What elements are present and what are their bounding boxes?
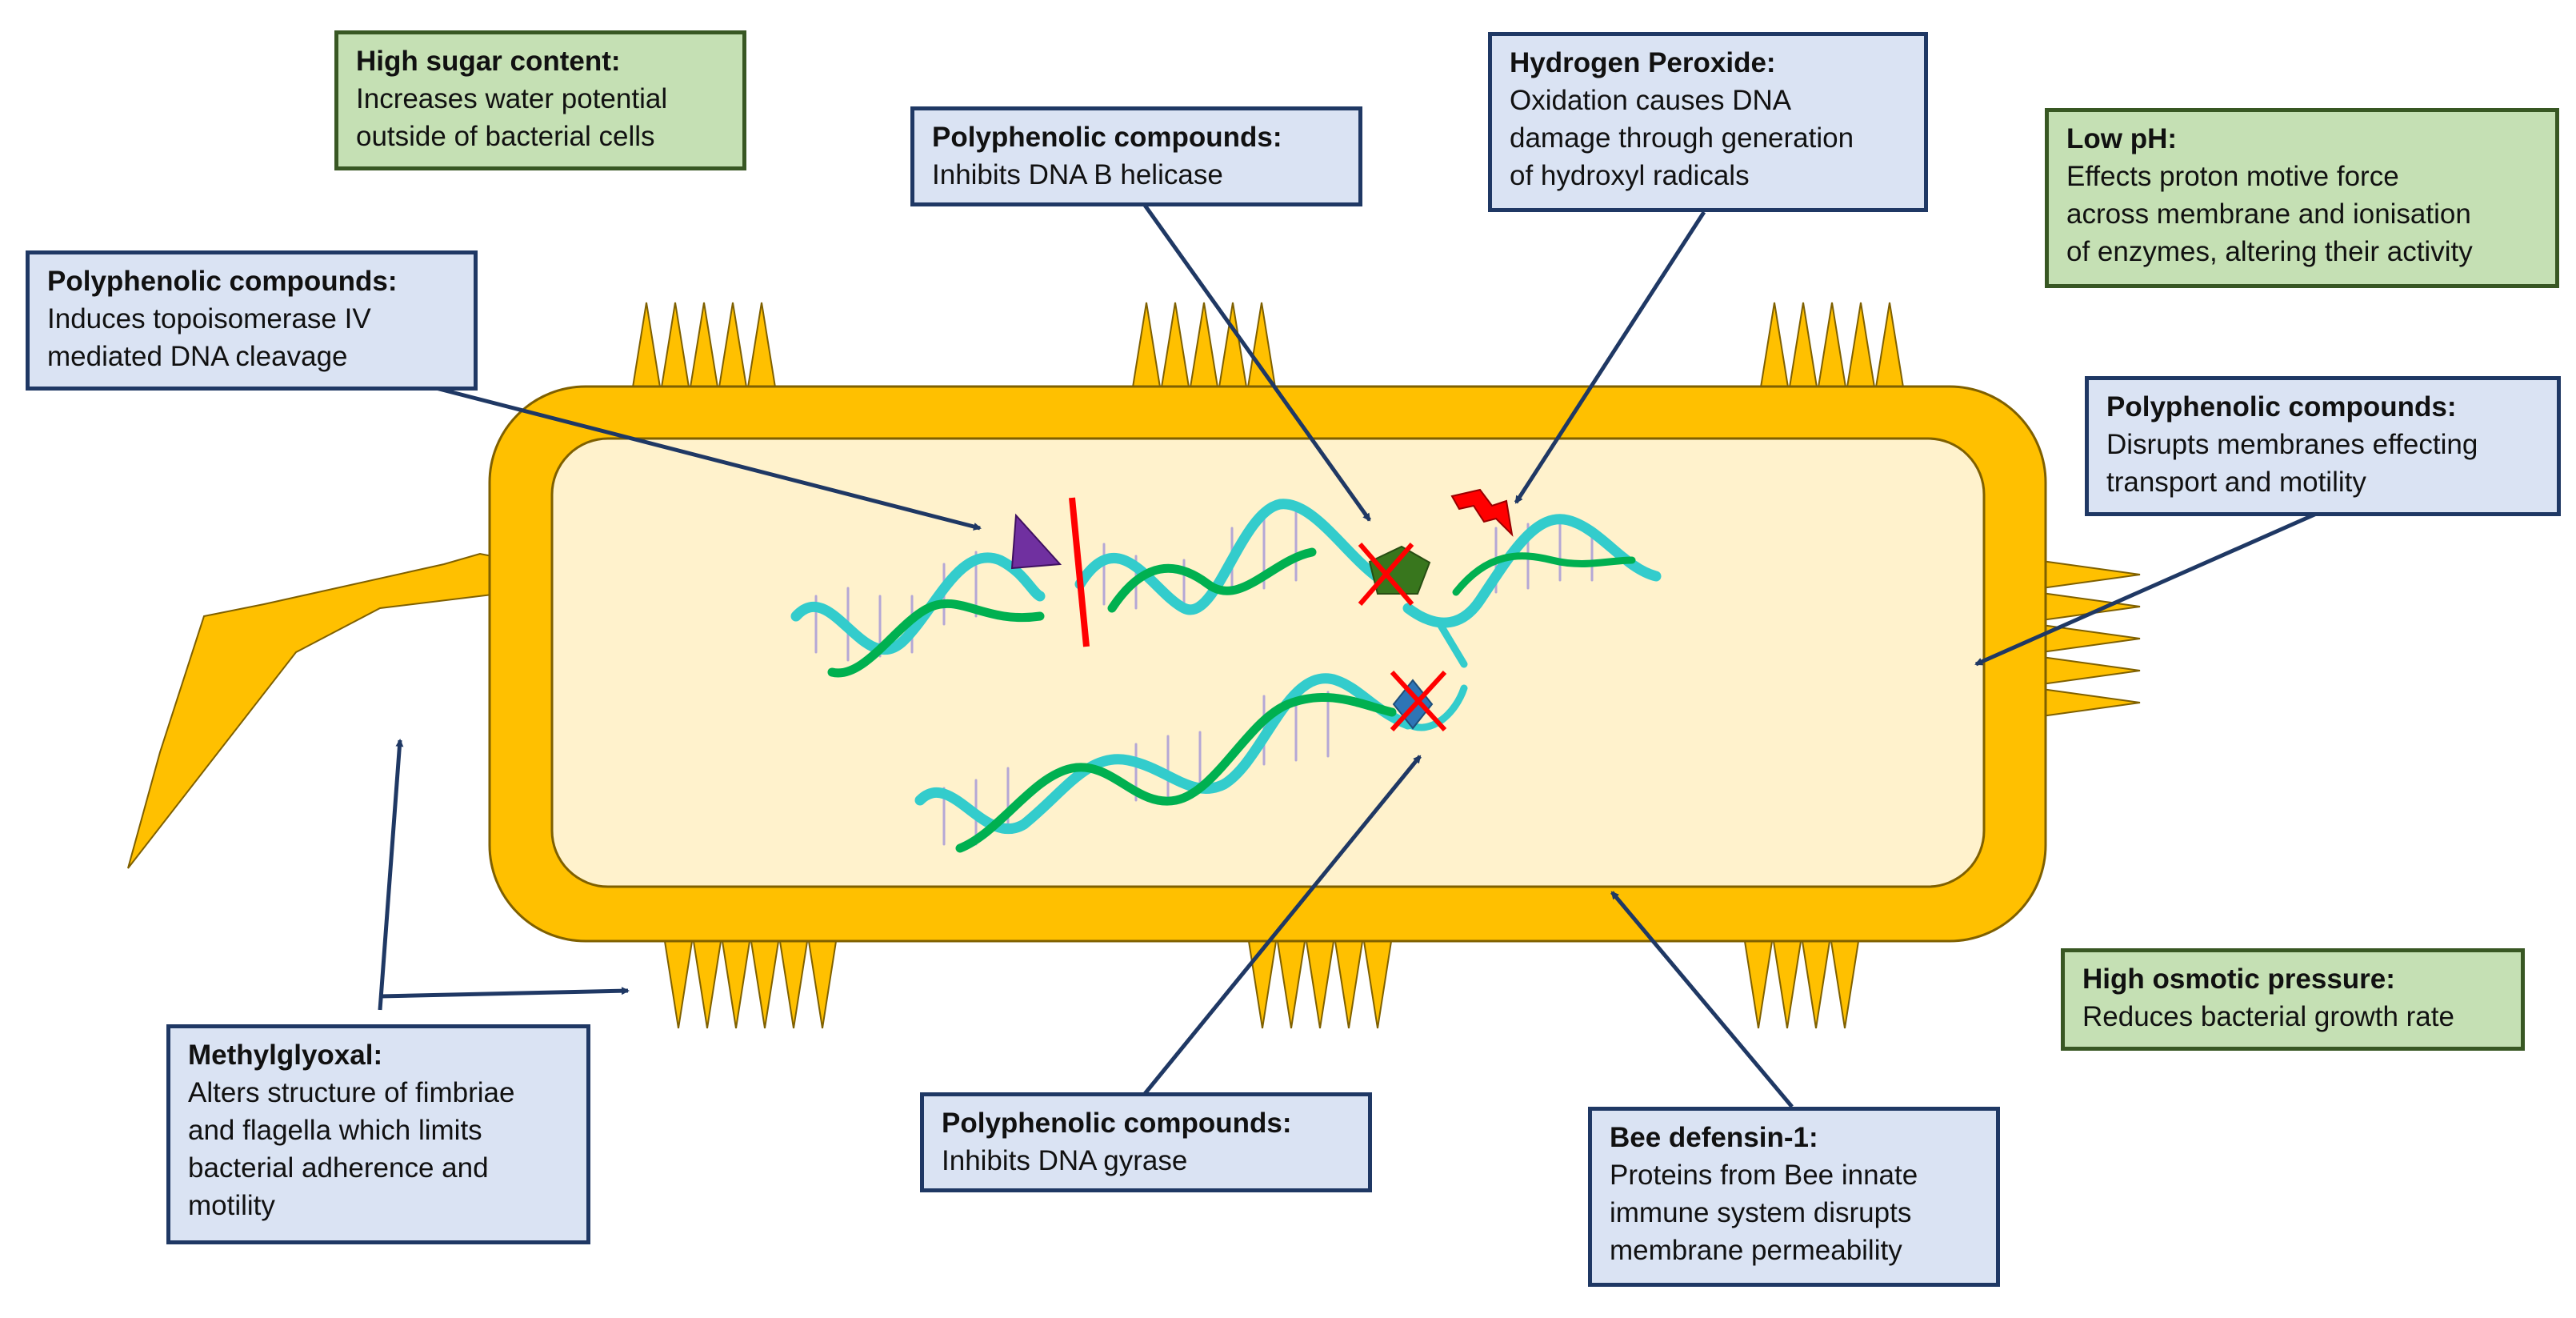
annotation-body: Effects proton motive force across membr… bbox=[2066, 161, 2473, 267]
annotation-body: Alters structure of fimbriae and flagell… bbox=[188, 1077, 515, 1221]
arrow-helicase bbox=[1142, 202, 1372, 522]
dna-upper-helix bbox=[790, 499, 1662, 678]
annotation-title: Polyphenolic compounds: bbox=[932, 122, 1282, 153]
annotation-title: High osmotic pressure: bbox=[2082, 963, 2395, 995]
annotation-body: Proteins from Bee innate immune system d… bbox=[1610, 1160, 1918, 1266]
polyphenolic-topoisomerase-box: Polyphenolic compounds: Induces topoisom… bbox=[26, 250, 478, 391]
methylglyoxal-box: Methylglyoxal: Alters structure of fimbr… bbox=[166, 1024, 590, 1244]
arrow-methylglyoxal-fimbriae bbox=[379, 987, 630, 999]
annotation-title: Hydrogen Peroxide: bbox=[1510, 47, 1776, 78]
low-ph-box: Low pH: Effects proton motive force acro… bbox=[2045, 108, 2559, 288]
arrow-membranes bbox=[1974, 510, 2322, 667]
fimbriae-top bbox=[630, 302, 1906, 393]
hydroxyl-radical-lightning bbox=[1450, 488, 1514, 537]
polyphenolic-helicase-box: Polyphenolic compounds: Inhibits DNA B h… bbox=[910, 106, 1362, 206]
annotation-body: Oxidation causes DNA damage through gene… bbox=[1510, 85, 1854, 191]
hydrogen-peroxide-box: Hydrogen Peroxide: Oxidation causes DNA … bbox=[1488, 32, 1928, 212]
annotation-body: Inhibits DNA gyrase bbox=[942, 1145, 1188, 1176]
annotation-title: Low pH: bbox=[2066, 123, 2178, 154]
helicase-blocked-x bbox=[1358, 543, 1414, 606]
polyphenolic-gyrase-box: Polyphenolic compounds: Inhibits DNA gyr… bbox=[920, 1092, 1372, 1192]
bee-defensin-box: Bee defensin-1: Proteins from Bee innate… bbox=[1588, 1107, 2000, 1287]
high-osmotic-box: High osmotic pressure: Reduces bacterial… bbox=[2061, 948, 2525, 1051]
annotation-title: Methylglyoxal: bbox=[188, 1040, 383, 1071]
arrow-methylglyoxal-flagellum bbox=[378, 739, 404, 1011]
arrow-gyrase bbox=[1142, 755, 1422, 1096]
arrow-topoisomerase bbox=[435, 386, 982, 531]
annotation-title: Polyphenolic compounds: bbox=[47, 266, 398, 297]
annotation-title: Bee defensin-1: bbox=[1610, 1122, 1818, 1153]
polyphenolic-membranes-box: Polyphenolic compounds: Disrupts membran… bbox=[2085, 376, 2561, 516]
flagellum bbox=[127, 552, 513, 869]
annotation-body: Reduces bacterial growth rate bbox=[2082, 1001, 2454, 1032]
dna-lower-helix bbox=[914, 673, 1468, 853]
topoisomerase-marker bbox=[1010, 513, 1062, 570]
annotation-title: High sugar content: bbox=[356, 46, 621, 77]
annotation-body: Induces topoisomerase IV mediated DNA cl… bbox=[47, 303, 371, 372]
annotation-title: Polyphenolic compounds: bbox=[2106, 391, 2457, 423]
arrow-bee-defensin bbox=[1610, 891, 1794, 1108]
fimbriae-right bbox=[2035, 559, 2141, 719]
arrow-hydrogen-peroxide bbox=[1514, 210, 1706, 504]
annotation-title: Polyphenolic compounds: bbox=[942, 1108, 1292, 1139]
gyrase-blocked-x bbox=[1390, 670, 1447, 732]
annotation-body: Increases water potential outside of bac… bbox=[356, 83, 668, 152]
annotation-body: Disrupts membranes effecting transport a… bbox=[2106, 429, 2478, 498]
dna-cleavage-mark bbox=[1069, 497, 1090, 647]
annotation-arrows bbox=[378, 202, 2322, 1108]
annotation-body: Inhibits DNA B helicase bbox=[932, 159, 1223, 190]
high-sugar-box: High sugar content: Increases water pote… bbox=[334, 30, 746, 170]
